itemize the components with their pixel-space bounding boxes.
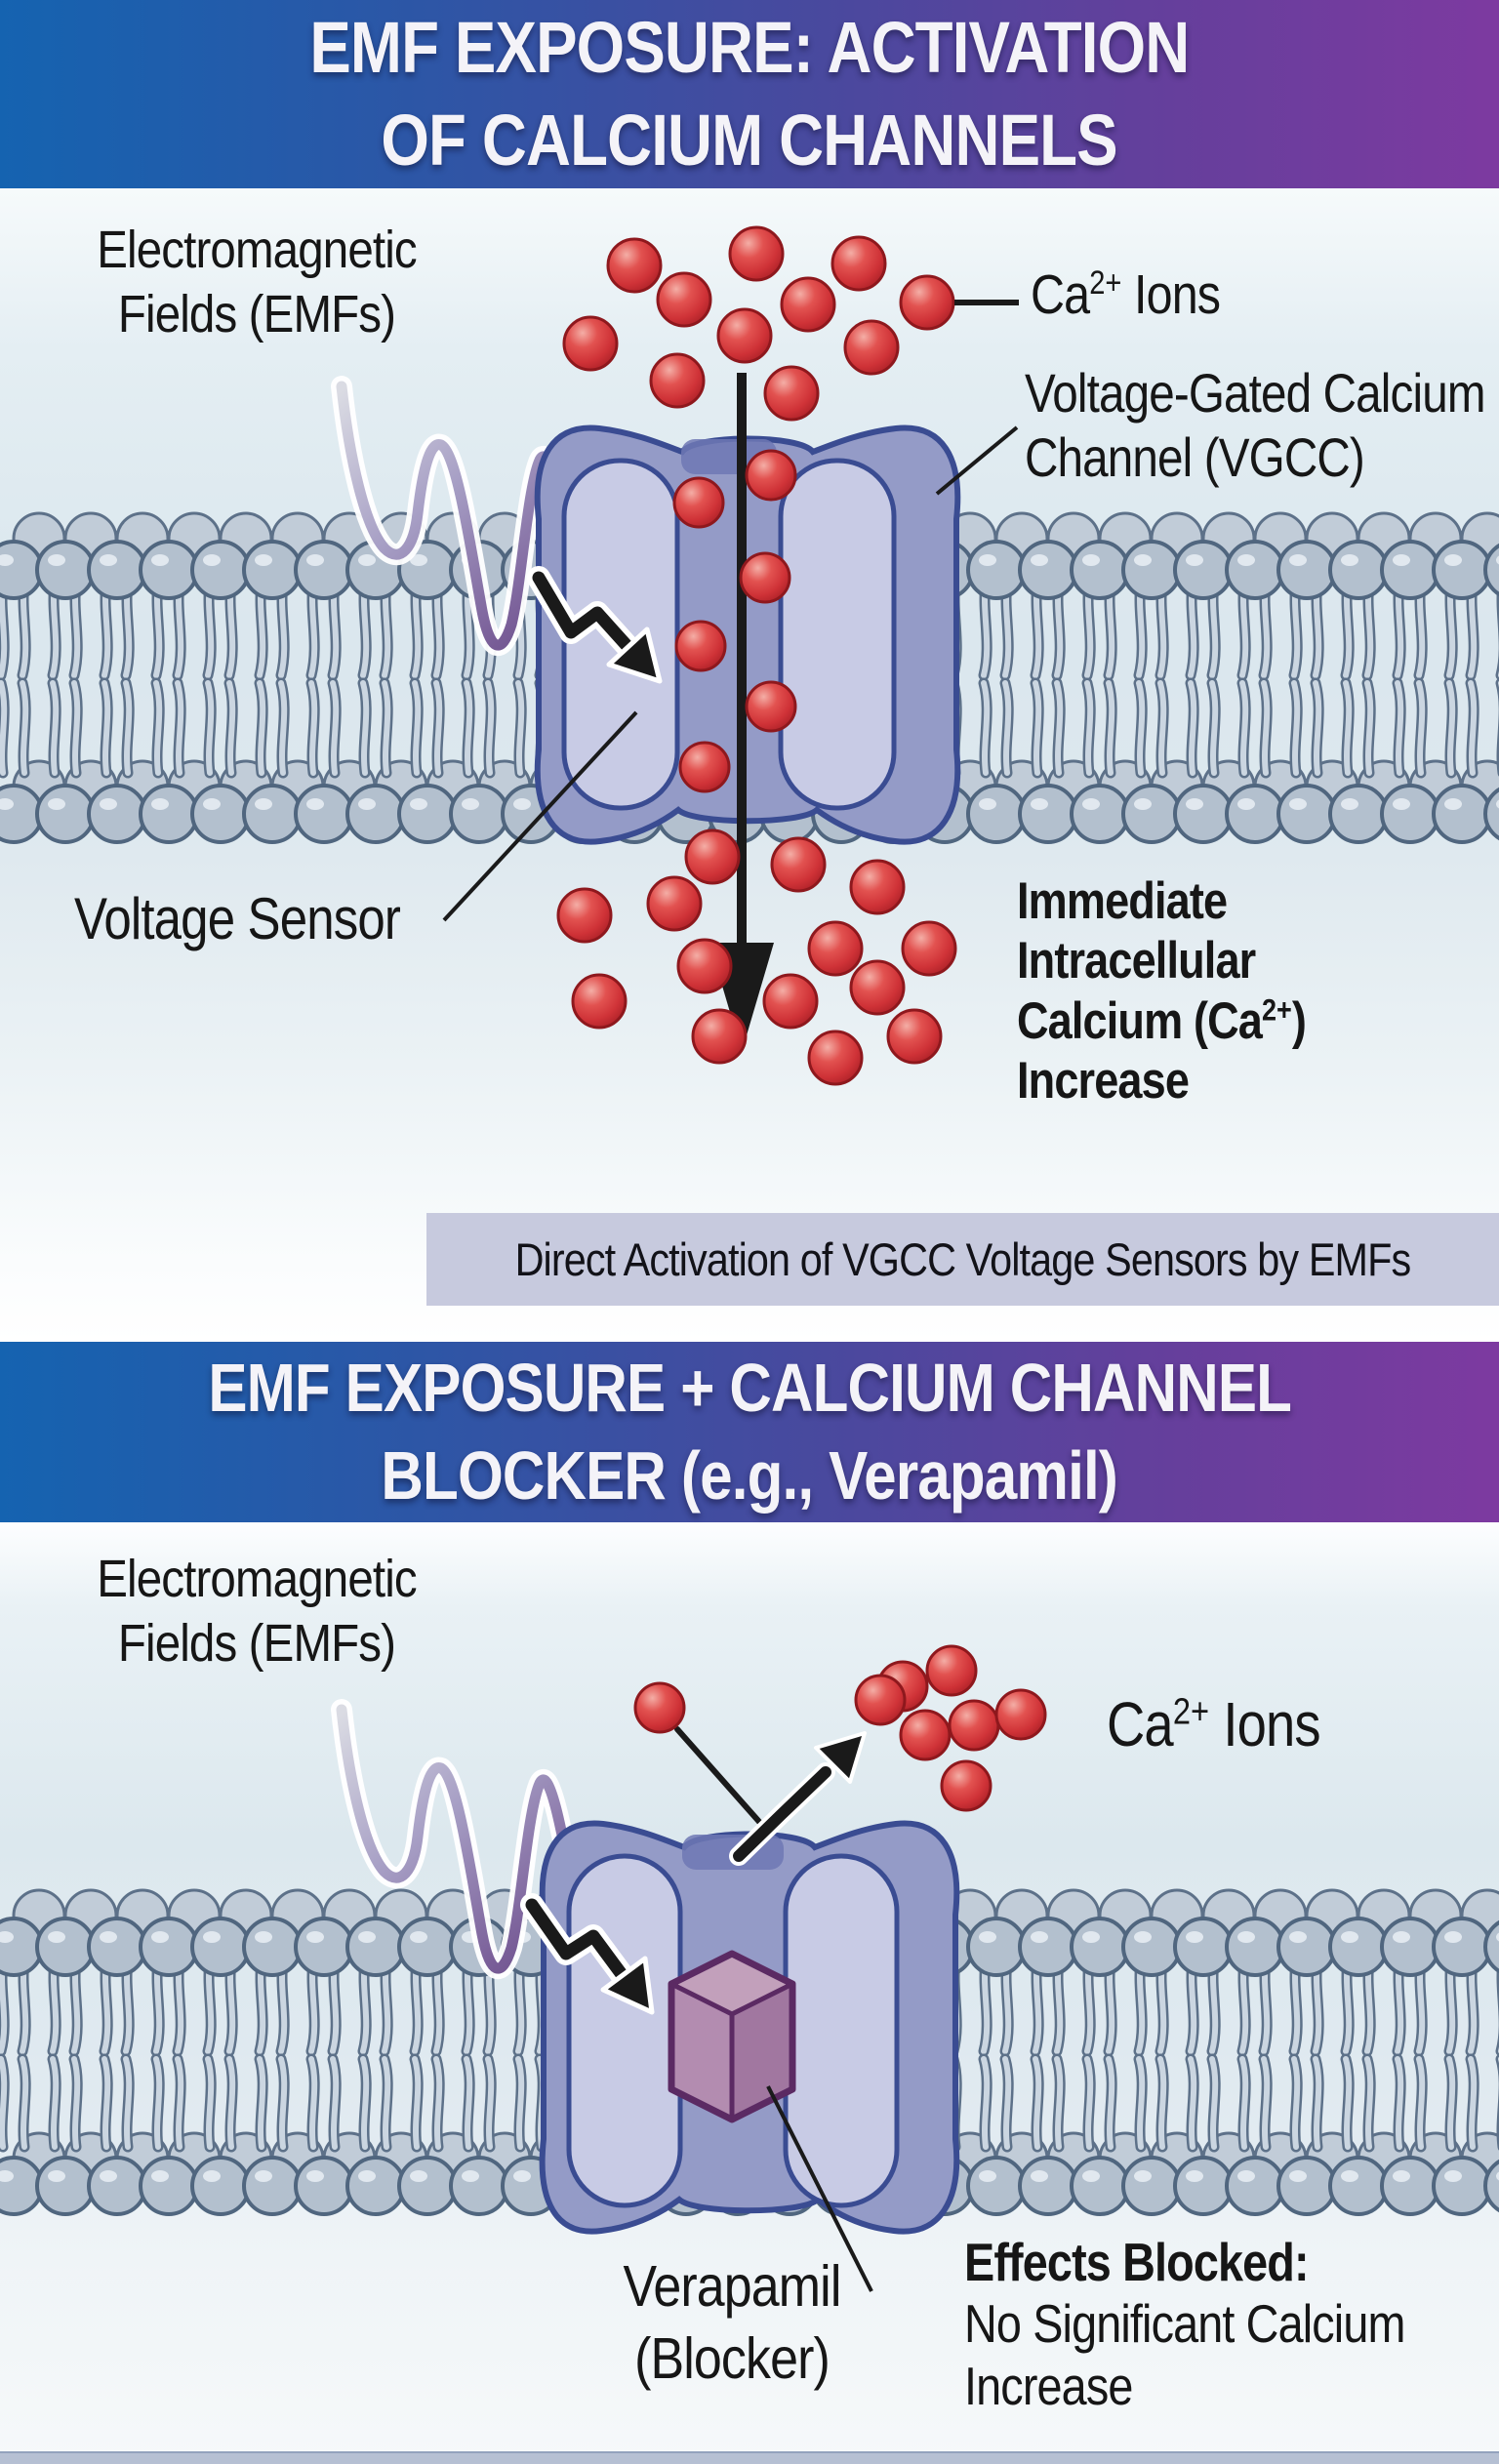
- effects-line3: Increase: [964, 2355, 1133, 2416]
- calcium-ion: [745, 449, 797, 502]
- calcium-ion: [562, 315, 619, 372]
- calcium-ion: [646, 875, 703, 932]
- calcium-ion: [762, 973, 819, 1030]
- verapamil-line1: Verapamil: [623, 2254, 842, 2319]
- calcium-ion: [716, 307, 773, 364]
- calcium-ion: [656, 271, 712, 328]
- emf-label-panel1: Electromagnetic Fields (EMFs): [55, 219, 459, 347]
- calcium-ion: [571, 973, 628, 1030]
- calcium-ion: [678, 741, 731, 793]
- calcium-ion: [899, 1709, 952, 1761]
- bottom-membrane-strip: [0, 2451, 1499, 2464]
- calcium-ion: [763, 365, 820, 422]
- ca-base: Ca: [1031, 263, 1090, 326]
- vgcc-channel-blocked: [539, 1820, 960, 2235]
- calcium-ion: [674, 620, 727, 672]
- calcium-ion: [849, 859, 906, 915]
- calcium-increase-label: Immediate Intracellular Calcium (Ca2+) I…: [1017, 871, 1307, 1111]
- calcium-ion: [606, 237, 663, 294]
- panel1-title-banner: EMF EXPOSURE: ACTIVATION OF CALCIUM CHAN…: [0, 0, 1499, 188]
- effects-line2: No Significant Calcium: [964, 2293, 1405, 2355]
- verapamil-blocker-cube: [668, 1950, 796, 2123]
- label-pointers-panel2: [766, 2085, 873, 2292]
- panel1-title-line2: OF CALCIUM CHANNELS: [381, 99, 1118, 181]
- vgcc-label: Voltage-Gated Calcium Channel (VGCC): [1025, 361, 1485, 490]
- calcium-ion: [770, 836, 827, 893]
- vgcc-line1: Voltage-Gated Calcium: [1025, 362, 1485, 424]
- ca-ions-label-panel1: Ca2+ Ions: [1031, 262, 1221, 330]
- verapamil-label: Verapamil (Blocker): [569, 2250, 895, 2396]
- ca-superscript: 2+: [1089, 264, 1122, 302]
- label-pointers-panel1: [442, 300, 1019, 922]
- calcium-ion: [807, 1030, 864, 1086]
- vgcc-line2: Channel (VGCC): [1025, 426, 1365, 489]
- calcium-ion: [728, 225, 785, 282]
- calcium-ion: [899, 274, 955, 331]
- increase-line4: Increase: [1017, 1052, 1190, 1111]
- panel2-title-banner: EMF EXPOSURE + CALCIUM CHANNEL BLOCKER (…: [0, 1342, 1499, 1522]
- effects-line1: Effects Blocked:: [964, 2232, 1310, 2292]
- calcium-ions-panel1: [556, 225, 957, 1086]
- vgcc-channel-open: [534, 424, 961, 845]
- calcium-ions-panel2: [633, 1644, 1047, 1812]
- calcium-ion: [676, 938, 733, 994]
- ca2-rest: Ions: [1209, 1689, 1320, 1759]
- calcium-ion: [849, 959, 906, 1016]
- calcium-ion: [556, 887, 613, 944]
- calcium-ion: [948, 1699, 1000, 1752]
- calcium-ion: [831, 235, 887, 292]
- emf2-line2: Fields (EMFs): [117, 1613, 396, 1673]
- emf2-line1: Electromagnetic: [97, 1550, 417, 1608]
- calcium-ion: [649, 352, 706, 409]
- calcium-ion: [807, 920, 864, 977]
- emf-label-line2: Fields (EMFs): [117, 284, 396, 343]
- calcium-ion: [691, 1008, 748, 1065]
- ca-rest: Ions: [1121, 263, 1221, 326]
- increase-line2: Intracellular: [1017, 932, 1256, 990]
- emf-label-panel2: Electromagnetic Fields (EMFs): [55, 1548, 459, 1676]
- calcium-ion: [684, 828, 741, 885]
- arrows-panel2: [520, 1726, 867, 2015]
- effects-blocked-label: Effects Blocked: No Significant Calcium …: [964, 2232, 1405, 2417]
- ca-ions-label-panel2: Ca2+ Ions: [1107, 1686, 1321, 1762]
- panel1-title-line1: EMF EXPOSURE: ACTIVATION: [309, 6, 1190, 88]
- verapamil-line2: (Blocker): [634, 2326, 831, 2392]
- calcium-ion: [672, 476, 725, 529]
- calcium-ion: [780, 276, 836, 333]
- ca2-superscript: 2+: [1172, 1690, 1210, 1733]
- emf-label-line1: Electromagnetic: [97, 221, 417, 279]
- calcium-ion: [940, 1759, 993, 1812]
- calcium-ion: [854, 1674, 907, 1726]
- calcium-ion: [739, 551, 791, 604]
- calcium-ion: [994, 1688, 1047, 1741]
- panel2-title-line2: BLOCKER (e.g., Verapamil): [381, 1436, 1118, 1514]
- calcium-ion: [843, 319, 900, 376]
- increase-line1: Immediate: [1017, 872, 1228, 930]
- calcium-ion: [745, 680, 797, 733]
- direct-activation-banner: Direct Activation of VGCC Voltage Sensor…: [426, 1213, 1499, 1306]
- calcium-ion: [925, 1644, 978, 1697]
- calcium-ion: [886, 1008, 943, 1065]
- lipid-bilayer-membrane-1: [0, 511, 1499, 844]
- ca2-base: Ca: [1107, 1689, 1174, 1759]
- calcium-ion: [901, 920, 957, 977]
- calcium-ion: [633, 1681, 686, 1734]
- increase-line3: Calcium (Ca2+): [1017, 991, 1307, 1050]
- panel2-title-line1: EMF EXPOSURE + CALCIUM CHANNEL: [208, 1349, 1292, 1426]
- direct-activation-text: Direct Activation of VGCC Voltage Sensor…: [514, 1233, 1412, 1285]
- voltage-sensor-label: Voltage Sensor: [74, 886, 401, 951]
